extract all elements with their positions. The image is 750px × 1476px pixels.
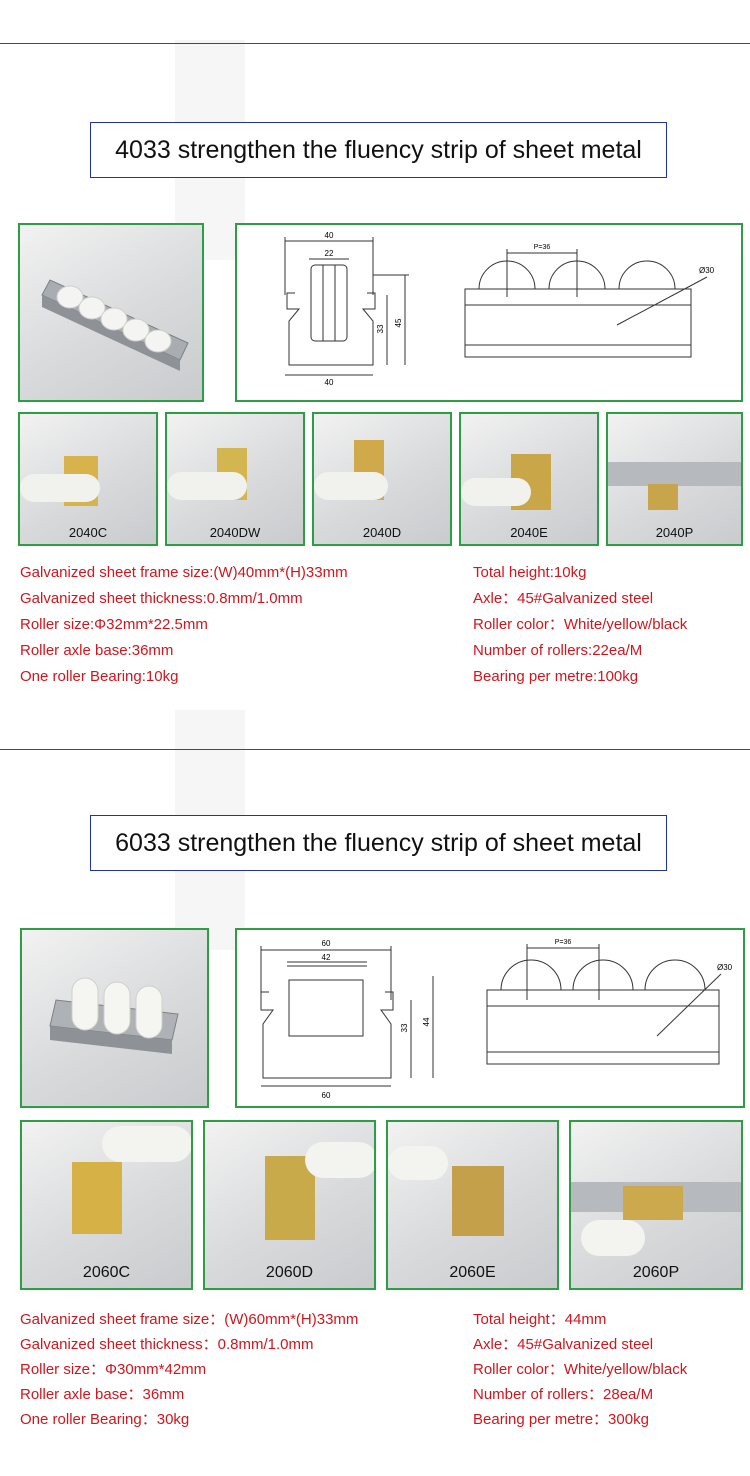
- spec-total-height: Total height:10kg: [473, 564, 587, 581]
- metal-rail: [608, 462, 741, 486]
- dimension-drawing: 60 42 33 44 60 P=36 Ø30: [260, 939, 733, 1100]
- product-photo: [18, 223, 204, 402]
- white-roller: [388, 1146, 448, 1180]
- spec-roller-count: Number of rollers:22ea/M: [473, 642, 643, 659]
- variant-label: 2060C: [82, 1264, 131, 1281]
- variant-photo: 2040E: [459, 412, 599, 546]
- dim-width-bottom: 40: [325, 378, 334, 387]
- technical-drawing: 40 22 33 45 40 P=36 Ø30: [235, 223, 743, 402]
- spec-roller-color: Roller color：White/yellow/black: [473, 1361, 688, 1378]
- variant-photo: 2060P: [569, 1120, 743, 1290]
- spec-left: Galvanized sheet frame size：(W)60mm*(H)3…: [20, 1307, 358, 1432]
- spec-bearing-per-metre: Bearing per metre:100kg: [473, 668, 639, 685]
- yellow-clip: [72, 1162, 122, 1234]
- spec-roller-bearing: One roller Bearing：30kg: [20, 1411, 190, 1428]
- dim-height-frame: 33: [376, 324, 385, 333]
- spec-roller-size: Roller size：Φ30mm*42mm: [20, 1361, 207, 1378]
- spec-roller-color: Roller color：White/yellow/black: [473, 616, 688, 633]
- dim-pitch: P=36: [555, 939, 572, 946]
- white-roller: [581, 1220, 645, 1256]
- spec-right: Total height:10kg Axle：45#Galvanized ste…: [473, 560, 687, 690]
- variant-label: 2040P: [655, 525, 694, 540]
- white-roller: [305, 1142, 374, 1178]
- spec-frame-size: Galvanized sheet frame size:(W)40mm*(H)3…: [20, 564, 348, 581]
- section-title: 6033 strengthen the fluency strip of she…: [90, 815, 667, 871]
- variant-photo: 2060C: [20, 1120, 193, 1290]
- spec-total-height: Total height：44mm: [473, 1311, 607, 1328]
- dim-diameter: Ø30: [699, 266, 715, 275]
- product-photo: [20, 928, 209, 1108]
- dim-height-total: 45: [394, 318, 403, 327]
- variant-photo: 2060E: [386, 1120, 559, 1290]
- dim-width-bottom: 60: [322, 1091, 331, 1100]
- white-roller: [314, 472, 388, 500]
- spec-thickness: Galvanized sheet thickness：0.8mm/1.0mm: [20, 1336, 314, 1353]
- variant-label: 2060P: [632, 1264, 680, 1281]
- dimension-drawing: 40 22 33 45 40 P=36 Ø30: [284, 231, 715, 387]
- variant-label: 2040D: [362, 525, 402, 540]
- dim-height-frame: 33: [400, 1023, 409, 1032]
- variant-label: 2040DW: [209, 525, 261, 540]
- technical-drawing: 60 42 33 44 60 P=36 Ø30: [235, 928, 745, 1108]
- white-roller: [461, 478, 531, 506]
- white-roller: [102, 1126, 191, 1162]
- dim-pitch: P=36: [534, 244, 551, 251]
- yellow-clip: [623, 1186, 683, 1220]
- variant-label: 2060D: [265, 1264, 314, 1281]
- section-title-text: 4033 strengthen the fluency strip of she…: [115, 135, 642, 164]
- variant-photo: 2040C: [18, 412, 158, 546]
- spec-roller-count: Number of rollers：28ea/M: [473, 1386, 654, 1403]
- variant-photo: 2040D: [312, 412, 452, 546]
- spec-roller-bearing: One roller Bearing:10kg: [20, 668, 179, 685]
- variant-photo: 2060D: [203, 1120, 376, 1290]
- section-divider: [0, 749, 750, 750]
- spec-frame-size: Galvanized sheet frame size：(W)60mm*(H)3…: [20, 1311, 359, 1328]
- spec-axle: Axle：45#Galvanized steel: [473, 1336, 654, 1353]
- yellow-clip: [265, 1156, 315, 1240]
- variant-label: 2060E: [449, 1264, 496, 1281]
- section-title: 4033 strengthen the fluency strip of she…: [90, 122, 667, 178]
- yellow-clip: [452, 1166, 504, 1236]
- spec-left: Galvanized sheet frame size:(W)40mm*(H)3…: [20, 560, 348, 690]
- roller-strip-illustration: [49, 977, 179, 1054]
- variant-photo: 2040DW: [165, 412, 305, 546]
- section-title-text: 6033 strengthen the fluency strip of she…: [115, 828, 642, 857]
- variant-photo: 2040P: [606, 412, 743, 546]
- spec-axle: Axle：45#Galvanized steel: [473, 590, 654, 607]
- variant-label: 2040E: [510, 525, 548, 540]
- dim-width-outer: 40: [325, 231, 334, 240]
- section-divider: [0, 43, 750, 44]
- spec-bearing-per-metre: Bearing per metre：300kg: [473, 1411, 649, 1428]
- spec-roller-size: Roller size:Φ32mm*22.5mm: [20, 616, 208, 633]
- roller-strip-illustration: [41, 279, 189, 371]
- dim-width-outer: 60: [322, 939, 331, 948]
- yellow-clip: [648, 484, 678, 510]
- spec-thickness: Galvanized sheet thickness:0.8mm/1.0mm: [20, 590, 303, 607]
- dim-diameter: Ø30: [717, 963, 733, 972]
- white-roller: [20, 474, 100, 502]
- dim-width-inner: 22: [325, 249, 334, 258]
- white-roller: [167, 472, 247, 500]
- spec-right: Total height：44mm Axle：45#Galvanized ste…: [473, 1307, 687, 1432]
- dim-width-inner: 42: [322, 953, 331, 962]
- spec-axle-base: Roller axle base：36mm: [20, 1386, 185, 1403]
- dim-height-total: 44: [422, 1017, 431, 1026]
- spec-axle-base: Roller axle base:36mm: [20, 642, 174, 659]
- variant-label: 2040C: [68, 525, 108, 540]
